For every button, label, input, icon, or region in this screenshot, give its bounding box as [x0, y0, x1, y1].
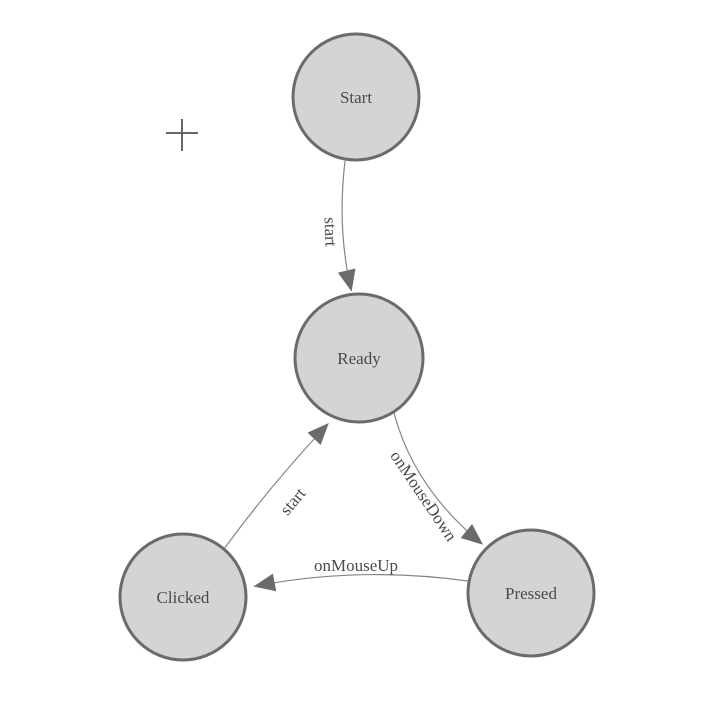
- edge-ready-to-pressed-line[interactable]: [393, 412, 484, 545]
- state-node-clicked-circle[interactable]: [118, 532, 248, 662]
- edge-label-onmouseup: onMouseUp: [314, 556, 398, 575]
- edge-start-to-ready[interactable]: start: [320, 160, 356, 292]
- state-node-start-label: Start: [340, 88, 372, 107]
- edge-clicked-to-ready-line[interactable]: [223, 423, 329, 550]
- state-node-pressed[interactable]: Pressed: [466, 528, 596, 658]
- state-node-pressed-label: Pressed: [505, 584, 557, 603]
- state-node-ready-circle[interactable]: [293, 292, 425, 424]
- edge-ready-to-pressed[interactable]: onMouseDown: [386, 412, 484, 545]
- edge-label-clicked-ready: start: [276, 484, 310, 519]
- state-node-clicked-label: Clicked: [157, 588, 210, 607]
- state-node-start[interactable]: Start: [291, 32, 421, 162]
- state-node-ready-label: Ready: [337, 349, 381, 368]
- crosshair-marker: [166, 119, 198, 151]
- edge-pressed-to-clicked-line[interactable]: [253, 573, 469, 592]
- state-node-pressed-circle[interactable]: [466, 528, 596, 658]
- edge-label-onmousedown: onMouseDown: [386, 447, 461, 545]
- state-node-clicked[interactable]: Clicked: [118, 532, 248, 662]
- edge-pressed-to-clicked[interactable]: onMouseUp: [253, 556, 469, 592]
- edge-start-to-ready-line[interactable]: [337, 160, 356, 292]
- edge-label-start-ready: start: [320, 217, 340, 247]
- state-node-start-circle[interactable]: [291, 32, 421, 162]
- state-node-ready[interactable]: Ready: [293, 292, 425, 424]
- edge-clicked-to-ready[interactable]: start: [223, 423, 329, 550]
